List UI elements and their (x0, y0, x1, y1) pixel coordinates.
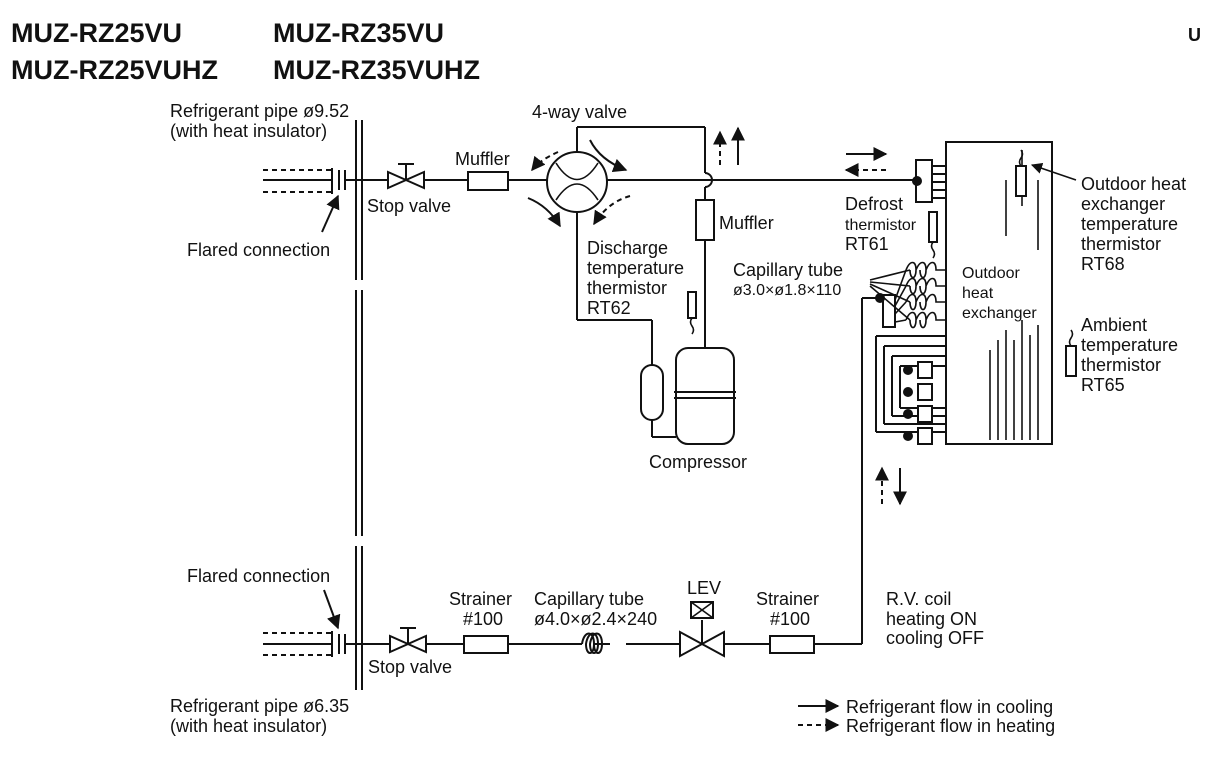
stop-valve-bottom-label: Stop valve (368, 657, 452, 677)
discharge-thermistor (687, 291, 697, 335)
capillary-top-label-2: ø3.0×ø1.8×110 (733, 282, 841, 299)
legend-cooling-label: Refrigerant flow in cooling (846, 697, 1053, 717)
muffler-right (695, 199, 715, 241)
flared-bottom-arrow (323, 589, 341, 630)
flared-top-arrow (321, 194, 340, 233)
ambient-label-2: temperature (1081, 335, 1178, 355)
legend-heating-label: Refrigerant flow in heating (846, 716, 1055, 736)
capillary-top-label-1: Capillary tube (733, 260, 843, 280)
accumulator (640, 364, 664, 421)
capillary-bottom-label-2: ø4.0×ø2.4×240 (534, 609, 657, 629)
outdoor-heat-exchanger (875, 141, 1053, 445)
muffler-top-label: Muffler (455, 149, 510, 169)
model-title-3: MUZ-RZ25VUHZ (11, 55, 218, 85)
ambient-label-1: Ambient (1081, 315, 1147, 335)
capillary-bottom-label-1: Capillary tube (534, 589, 644, 609)
flared-connection-bottom (263, 631, 346, 657)
rv-coil-label-2: heating ON (886, 609, 977, 629)
pipe-top-label-1: Refrigerant pipe ø9.52 (170, 101, 349, 121)
outdoor-hx-label-2: heat (962, 285, 994, 302)
insulation-wall (355, 120, 363, 690)
flow-arrows-valve (527, 126, 745, 228)
four-way-valve-label: 4-way valve (532, 102, 627, 122)
flared-top-label: Flared connection (187, 240, 330, 260)
corner-text: U (1188, 25, 1201, 45)
pipe-top-label-2: (with heat insulator) (170, 121, 327, 141)
outdoor-hx-label-3: exchanger (962, 305, 1037, 322)
stop-valve-bottom (389, 627, 427, 654)
strainer-left (463, 635, 509, 654)
discharge-label-4: RT62 (587, 298, 631, 318)
muffler-top (467, 171, 509, 191)
flared-connection-top (263, 168, 346, 194)
stop-valve-top (387, 163, 425, 190)
capillary-tube-bottom (581, 630, 626, 656)
lev-valve (679, 601, 725, 658)
model-title-1: MUZ-RZ25VU (11, 18, 183, 48)
model-title-2: MUZ-RZ35VU (273, 18, 445, 48)
flow-arrows-hx (844, 147, 907, 506)
compressor (674, 347, 736, 445)
defrost-label-2: thermistor (845, 217, 917, 234)
discharge-label-3: thermistor (587, 278, 667, 298)
capillary-tubes-hx (869, 261, 946, 329)
flared-bottom-label: Flared connection (187, 566, 330, 586)
pipe-bottom-label-2: (with heat insulator) (170, 716, 327, 736)
ambient-label-4: RT65 (1081, 375, 1125, 395)
outdoor-temp-label-5: RT68 (1081, 254, 1125, 274)
outdoor-temp-label-1: Outdoor heat (1081, 174, 1186, 194)
muffler-right-label: Muffler (719, 213, 774, 233)
strainer-left-label-2: #100 (463, 609, 503, 629)
rv-coil-label-1: R.V. coil (886, 589, 951, 609)
outdoor-temp-label-3: temperature (1081, 214, 1178, 234)
strainer-right-label-2: #100 (770, 609, 810, 629)
outdoor-hx-thermistor (1015, 149, 1077, 197)
defrost-label-1: Defrost (845, 194, 903, 214)
rv-coil-label-3: cooling OFF (886, 628, 984, 648)
model-title-4: MUZ-RZ35VUHZ (273, 55, 480, 85)
discharge-label-2: temperature (587, 258, 684, 278)
defrost-label-3: RT61 (845, 234, 889, 254)
outdoor-temp-label-4: thermistor (1081, 234, 1161, 254)
strainer-right (769, 635, 815, 654)
four-way-valve (546, 126, 713, 320)
compressor-label: Compressor (649, 452, 747, 472)
ambient-thermistor (1065, 329, 1077, 377)
strainer-left-label-1: Strainer (449, 589, 512, 609)
ambient-label-3: thermistor (1081, 355, 1161, 375)
outdoor-hx-label-1: Outdoor (962, 265, 1020, 282)
strainer-right-label-1: Strainer (756, 589, 819, 609)
stop-valve-top-label: Stop valve (367, 196, 451, 216)
outdoor-temp-label-2: exchanger (1081, 194, 1165, 214)
lev-label: LEV (687, 578, 721, 598)
defrost-thermistor (928, 211, 938, 259)
pipe-bottom-label-1: Refrigerant pipe ø6.35 (170, 696, 349, 716)
discharge-label-1: Discharge (587, 238, 668, 258)
